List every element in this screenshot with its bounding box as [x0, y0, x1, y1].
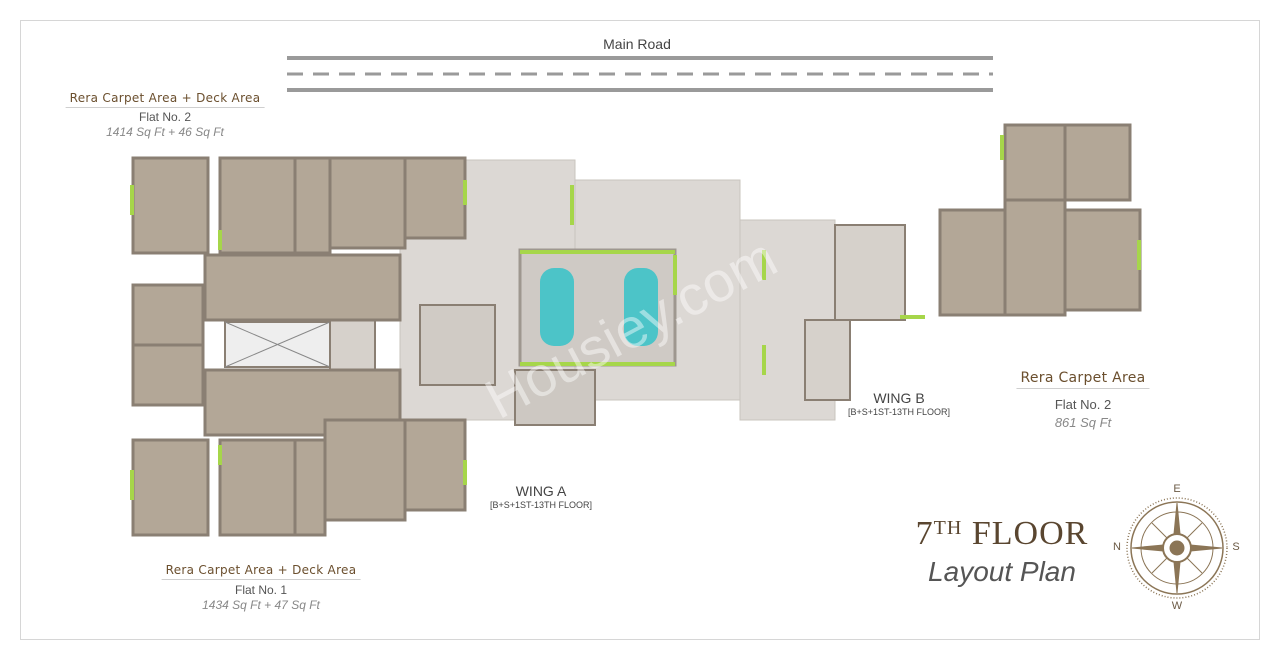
wing-b-floors: [B+S+1ST-13TH FLOOR] [847, 407, 951, 417]
floor-number: 7 [915, 515, 934, 552]
compass-east: E [1173, 483, 1181, 495]
wing-a-label: WING A [515, 483, 567, 499]
wing-b-flat2-number: Flat No. 2 [1054, 397, 1112, 412]
wing-a-plan [131, 156, 467, 537]
main-road-label: Main Road [603, 36, 671, 52]
wing-b-label: WING B [873, 390, 925, 406]
floor-title: 7TH FLOOR [916, 515, 1089, 553]
main-road [287, 56, 993, 92]
wing-b-flat2-heading: Rera Carpet Area [1016, 370, 1150, 389]
wing-a-flat1-number: Flat No. 1 [234, 583, 288, 597]
wing-b-flat2-area: 861 Sq Ft [1054, 415, 1112, 430]
compass-north: N [1113, 541, 1121, 553]
floor-word: FLOOR [971, 515, 1089, 552]
car-icon [540, 268, 574, 346]
wing-a-flat2-area: 1414 Sq Ft + 46 Sq Ft [106, 125, 224, 139]
compass-west: W [1171, 600, 1183, 612]
wing-b-plan [938, 123, 1142, 317]
compass-icon [1126, 497, 1228, 599]
wing-a-flat1-heading: Rera Carpet Area + Deck Area [161, 563, 361, 580]
floor-suffix: TH [933, 517, 963, 539]
layout-plan-subtitle: Layout Plan [928, 556, 1076, 587]
compass-south: S [1232, 541, 1240, 553]
wing-a-flat1-area: 1434 Sq Ft + 47 Sq Ft [202, 598, 320, 612]
wing-a-flat2-heading: Rera Carpet Area + Deck Area [65, 91, 265, 108]
car-icon [624, 268, 658, 346]
wing-a-floors: [B+S+1ST-13TH FLOOR] [489, 500, 593, 510]
wing-a-flat2-number: Flat No. 2 [138, 110, 192, 124]
deck-accents [130, 135, 1141, 500]
frame-border [20, 20, 1260, 640]
